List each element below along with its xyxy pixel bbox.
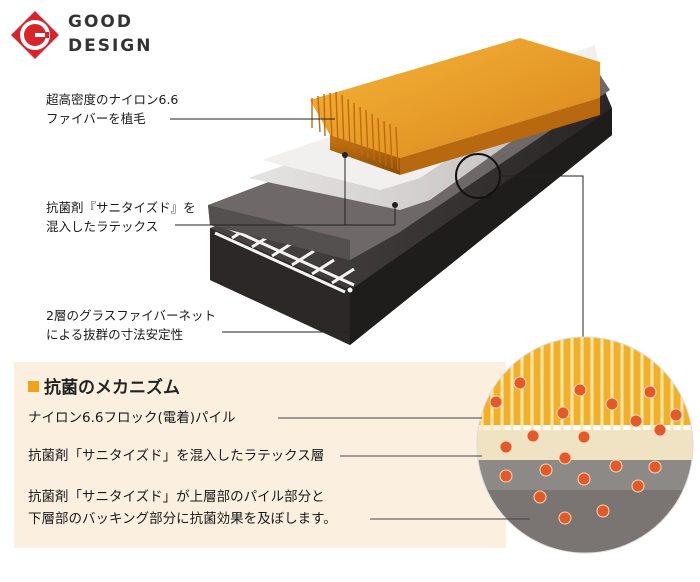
mechanism-panel — [14, 362, 506, 548]
mechanism-title: 抗菌のメカニズム — [28, 373, 180, 398]
net-leader-line — [222, 290, 351, 333]
effect-label: 抗菌剤「サニタイズド」が上層部のパイル部分と 下層部のバッキング部分に抗菌効果を… — [28, 489, 337, 527]
nylon-pile-block — [310, 38, 600, 175]
fiber-callout: 超高密度のナイロン6.6 ファイバーを植毛 — [46, 92, 179, 126]
pile-label: ナイロン6.6フロック(電着)パイル — [28, 410, 236, 426]
latex-leader-dot-2 — [392, 202, 398, 208]
net-callout: 2層のグラスファイバーネット による抜群の寸法安定性 — [46, 308, 216, 342]
good-design-g-mark-icon — [11, 11, 59, 59]
zoom-leader-line — [500, 175, 584, 340]
zoomed-cross-section — [477, 337, 693, 553]
title-square-icon — [28, 381, 39, 392]
good-design-logo-text: GOOD DESIGN — [68, 12, 153, 56]
net-leader-dot — [346, 286, 354, 294]
latex-callout: 抗菌剤『サニタイズド』を 混入したラテックス — [46, 200, 196, 234]
latex-layer-label: 抗菌剤「サニタイズド」を混入したラテックス層 — [28, 448, 325, 464]
glass-fiber-net — [214, 222, 355, 294]
fiber-strands — [311, 91, 399, 171]
latex-leader-dot — [342, 152, 348, 158]
